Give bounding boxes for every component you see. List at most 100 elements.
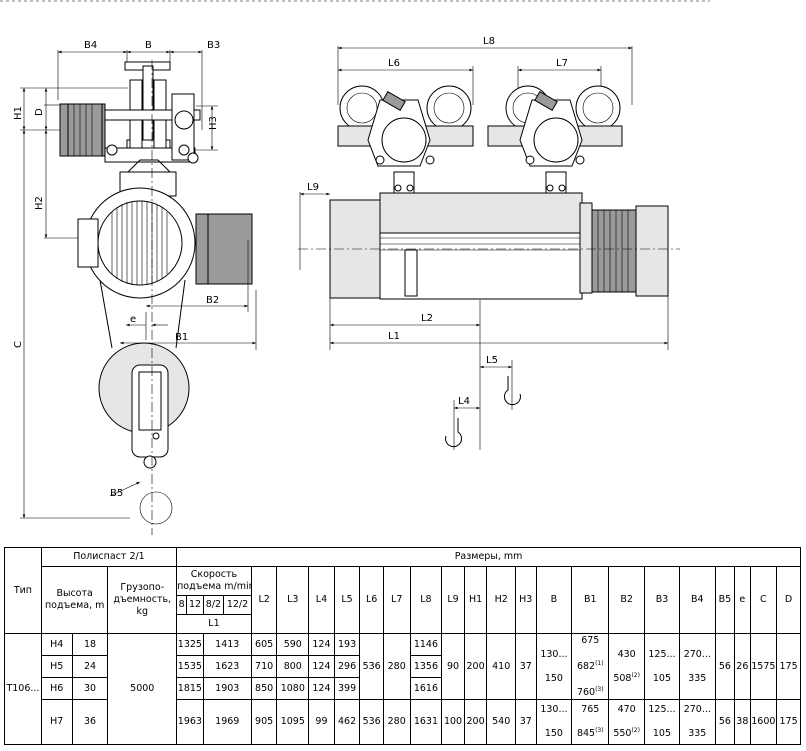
header-speed-8-2: 8/2 [202,595,225,615]
height-code: H7 [40,699,73,745]
dim-label-L9: L9 [307,182,319,193]
cell: 1600 [749,699,778,745]
dim-label-B: B [145,40,152,51]
cell: 800 [276,655,310,678]
cell: 37 [515,633,537,700]
header-col: H2 [486,566,517,634]
dim-label-L2: L2 [421,313,433,324]
header-col: B5 [714,566,736,634]
dim-label-H3: H3 [208,116,219,130]
cell: 905 [250,699,278,745]
cell: 1575 [749,633,778,700]
header-col: D [776,566,801,634]
l1-cell: 1815 [176,677,204,700]
header-col: B4 [678,566,716,634]
dim-label-L1: L1 [388,331,400,342]
type-cell: T106... [4,633,42,745]
height-m: 24 [71,655,109,678]
dim-label-L8: L8 [483,36,495,47]
l1-cell: 1969 [202,699,252,745]
dim-label-C: C [13,341,24,348]
table-row: H5 24 1535 1623 710 800 124 296 1356 [5,655,801,678]
capacity-cell: 5000 [107,633,178,745]
cell: 462 [333,699,361,745]
cell: 410 [486,633,517,700]
header-col: L7 [382,566,411,634]
table-row: H7 36 1963 1969 905 1095 99 462 536 280 … [5,699,801,745]
header-col: L4 [308,566,335,634]
header-capacity: Грузопо-дъемность,kg [107,566,178,634]
header-col: e [734,566,751,634]
cell: 605 [250,633,278,656]
header-col: B1 [571,566,610,634]
cell: 1146 [409,633,443,656]
cell: 124 [308,677,335,700]
height-m: 30 [71,677,109,700]
cell: 90 [441,633,465,700]
header-col: C [749,566,778,634]
header-col: L3 [276,566,310,634]
l1-cell: 1535 [176,655,204,678]
header-reeving: Полиспаст 2/1 [40,547,178,567]
cell: 124 [308,655,335,678]
height-code: H6 [40,677,73,700]
l1-cell: 1325 [176,633,204,656]
cell: 280 [382,633,411,700]
side-view: B4 B B3 H1 D H2 C H3 [13,40,257,535]
header-speed-12: 12 [186,595,204,615]
cell: 125...105 [644,699,680,745]
cell: 280 [382,699,411,745]
dim-label-B5: B5 [110,488,123,499]
cell: 56 [714,699,736,745]
cell: 26 [734,633,751,700]
header-speed-8: 8 [176,595,188,615]
cell: 536 [359,633,384,700]
dim-label-L6: L6 [388,58,400,69]
dim-label-L7: L7 [556,58,568,69]
cell: 1095 [276,699,310,745]
height-m: 18 [71,633,109,656]
dim-label-B3: B3 [207,40,220,51]
cell: 175 [776,633,801,700]
cell: 850 [250,677,278,700]
header-col: L9 [441,566,465,634]
dim-label-B1: B1 [175,332,188,343]
l1-cell: 1413 [202,633,252,656]
dim-label-B4: B4 [84,40,97,51]
cell: 590 [276,633,310,656]
header-col: L8 [409,566,443,634]
header-speed-12-2: 12/2 [223,595,252,615]
cell: 130...150 [535,699,573,745]
cell: 540 [486,699,517,745]
l1-cell: 1903 [202,677,252,700]
header-dimensions: Размеры, mm [176,547,801,567]
height-code: H5 [40,655,73,678]
header-col: H1 [463,566,488,634]
cell: 1616 [409,677,443,700]
dim-label-L5: L5 [486,355,498,366]
cell: 175 [776,699,801,745]
table-row: H6 30 1815 1903 850 1080 124 399 1616 [5,677,801,700]
header-col: H3 [515,566,537,634]
cell: 710 [250,655,278,678]
cell: 1356 [409,655,443,678]
cell: 125...105 [644,633,680,700]
header-col: L5 [333,566,361,634]
l1-cell: 1623 [202,655,252,678]
front-view: L8 L6 L7 [298,36,680,450]
header-col: B3 [644,566,680,634]
cell: 200 [463,699,488,745]
dim-label-B2: B2 [206,295,219,306]
cell: 38 [734,699,751,745]
dim-label-e: e [130,314,136,325]
cell: 270...335 [678,633,716,700]
cell: 193 [333,633,361,656]
header-type: Тип [4,547,42,634]
dim-label-H1: H1 [13,106,24,120]
cell: 399 [333,677,361,700]
